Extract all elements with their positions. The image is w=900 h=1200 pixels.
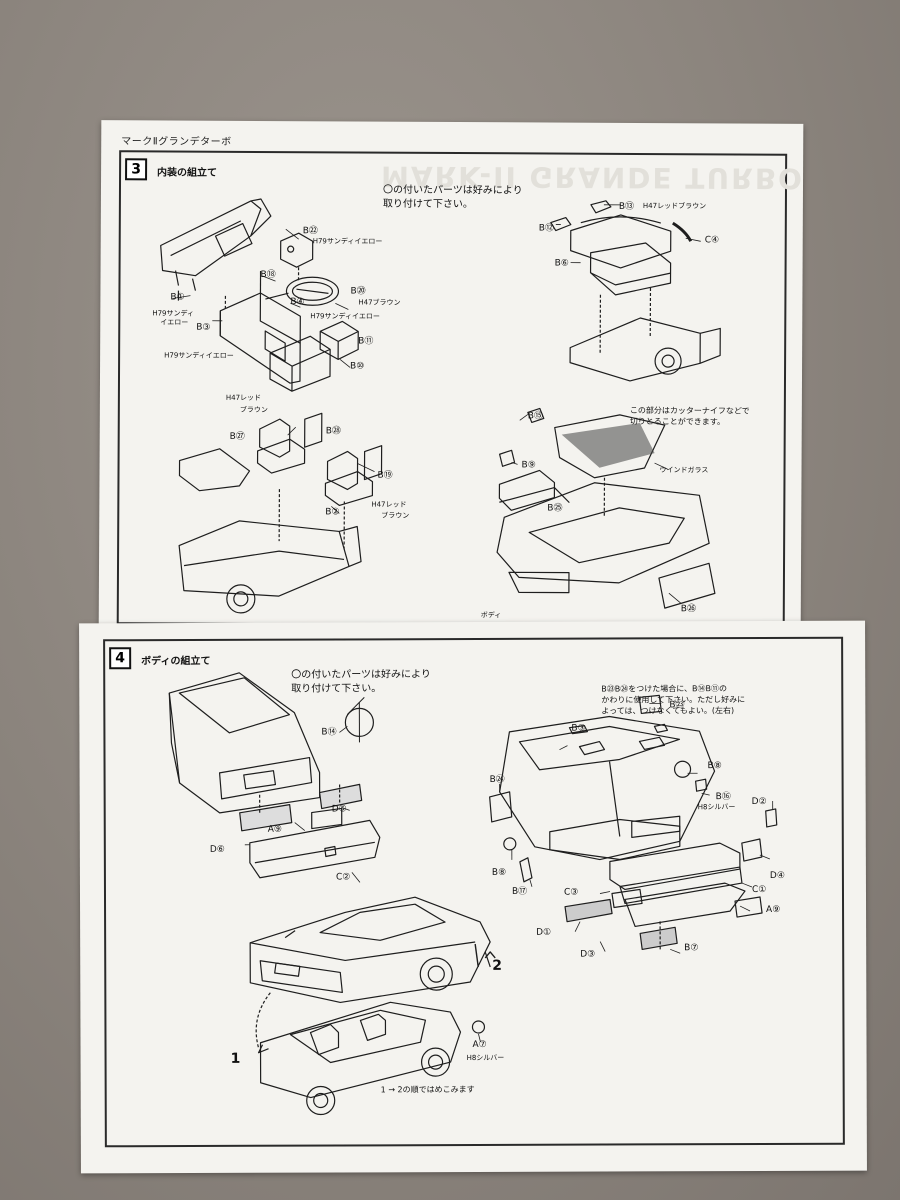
label-b7: B⑦ [684, 943, 699, 954]
label-brown-1: H47ブラウン [358, 298, 401, 307]
label-b15: B⑮ [527, 411, 544, 422]
label-wind-glass: ウインドガラス [659, 466, 709, 475]
body-tray-illustration [496, 407, 716, 609]
label-yellow-2: イエロー [160, 318, 189, 327]
label-b27: B㉗ [229, 431, 245, 442]
car-front-illustration [499, 715, 716, 861]
instruction-sheet-top: マークⅡグランデターボ MARK-II GRANDE TURBO 3 内装の組立… [98, 120, 804, 636]
label-b9: B⑨ [521, 460, 536, 471]
label-d5: D⑤ [331, 804, 347, 815]
label-sandy-yellow-4: H79サンディイエロー [164, 351, 234, 360]
label-b3: B③ [196, 322, 211, 333]
console-illustration [219, 270, 301, 384]
label-body: ボディ [480, 611, 502, 620]
label-b16: B⑯ [715, 792, 731, 803]
label-b23: B㉓ [669, 700, 685, 711]
label-red-brown-2a: H47レッド [225, 393, 262, 403]
label-a7: A⑦ [472, 1039, 487, 1051]
step4-line-art [168, 672, 778, 1116]
label-b26: B㉖ [680, 604, 697, 615]
label-d1: D① [536, 927, 552, 938]
label-red-brown-3b: ブラウン [381, 511, 410, 520]
label-sandy-yellow-1: H79サンディイエロー [312, 237, 383, 246]
label-a9-rear: A⑨ [267, 824, 283, 835]
label-a9-front: A⑨ [766, 904, 781, 915]
label-b24: B㉔ [489, 774, 505, 785]
label-d2: D② [751, 796, 767, 808]
label-d6: D⑥ [209, 844, 225, 855]
label-b25: B㉕ [547, 503, 563, 514]
label-b19: B⑲ [377, 470, 393, 481]
label-b13: B⑬ [618, 201, 635, 212]
steering-wheel-illustration [265, 276, 340, 306]
front-parts-illustration [489, 694, 778, 952]
label-c2: C② [335, 872, 351, 883]
instruction-sheet-bottom: 4 ボディの組立て 〇の付いたパーツは好みにより 取り付けて下さい。 B㉓B㉔を… [79, 620, 867, 1174]
label-b20: B⑳ [350, 286, 366, 297]
label-b10: B⑩ [350, 361, 365, 372]
floor-box-illustration [269, 335, 331, 392]
label-b2: B② [325, 507, 340, 518]
label-d3: D③ [580, 949, 596, 960]
label-b4: B④ [290, 297, 305, 308]
label-red-brown-3a: H47レッド [371, 500, 407, 509]
label-red-brown-2b: ブラウン [239, 405, 268, 415]
label-b18: B⑱ [260, 270, 276, 281]
label-b8-left: B⑧ [491, 867, 507, 878]
label-c3: C③ [563, 887, 579, 898]
label-red-brown-1: H47レッドブラウン [642, 202, 707, 211]
chassis-interior-illustration [255, 992, 486, 1116]
label-b12: B⑫ [538, 223, 554, 234]
label-b14: B⑭ [321, 727, 337, 738]
label-b11: B⑪ [358, 336, 374, 347]
label-b1: B① [170, 292, 185, 303]
label-b6: B⑥ [554, 258, 569, 269]
label-sandy-yellow-3: H79サンディイエロー [310, 312, 380, 321]
car-rear-illustration [168, 672, 374, 814]
label-b3: B③ [571, 723, 586, 734]
label-silver-2: H8シルバー [466, 1053, 505, 1063]
label-c1: C① [751, 884, 767, 896]
label-b28: B㉘ [325, 426, 341, 437]
front-seat-interior-illustration [178, 412, 383, 614]
step4-leader-lines [244, 702, 774, 1043]
dashboard-illustration [160, 198, 272, 301]
label-d4: D④ [769, 870, 785, 881]
rear-parts-illustration [239, 782, 381, 879]
label-b17: B⑰ [511, 886, 528, 897]
label-silver-1: H8シルバー [697, 803, 736, 812]
label-step-two: 2 [492, 957, 503, 974]
step3-line-art [160, 198, 721, 614]
step3-leader-lines [172, 204, 701, 604]
full-car-illustration [249, 896, 496, 1004]
part-b11-illustration [319, 320, 359, 361]
radio-unit-illustration [280, 232, 314, 282]
label-step-one: 1 [230, 1050, 241, 1067]
label-b8-top: B⑧ [707, 761, 722, 772]
label-c4: C④ [704, 235, 720, 246]
rear-seat-chassis-illustration [550, 200, 721, 382]
label-b22: B㉒ [302, 226, 318, 237]
